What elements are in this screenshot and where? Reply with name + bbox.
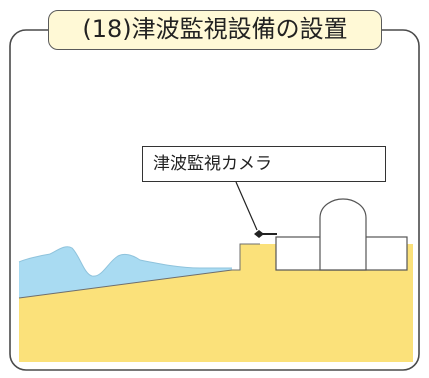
plant-building (275, 198, 408, 271)
reactor-dome (319, 198, 367, 271)
land-terrain (19, 244, 413, 362)
camera-icon (254, 230, 277, 238)
sea-water (19, 246, 232, 298)
wave-crest (18, 246, 232, 277)
diagram-title: (18)津波監視設備の設置 (48, 10, 382, 50)
camera-body (254, 230, 264, 238)
seabed-line (18, 269, 233, 299)
camera-callout-label: 津波監視カメラ (142, 146, 386, 182)
seawall-outline (232, 243, 260, 271)
callout-leader-line (235, 181, 258, 231)
